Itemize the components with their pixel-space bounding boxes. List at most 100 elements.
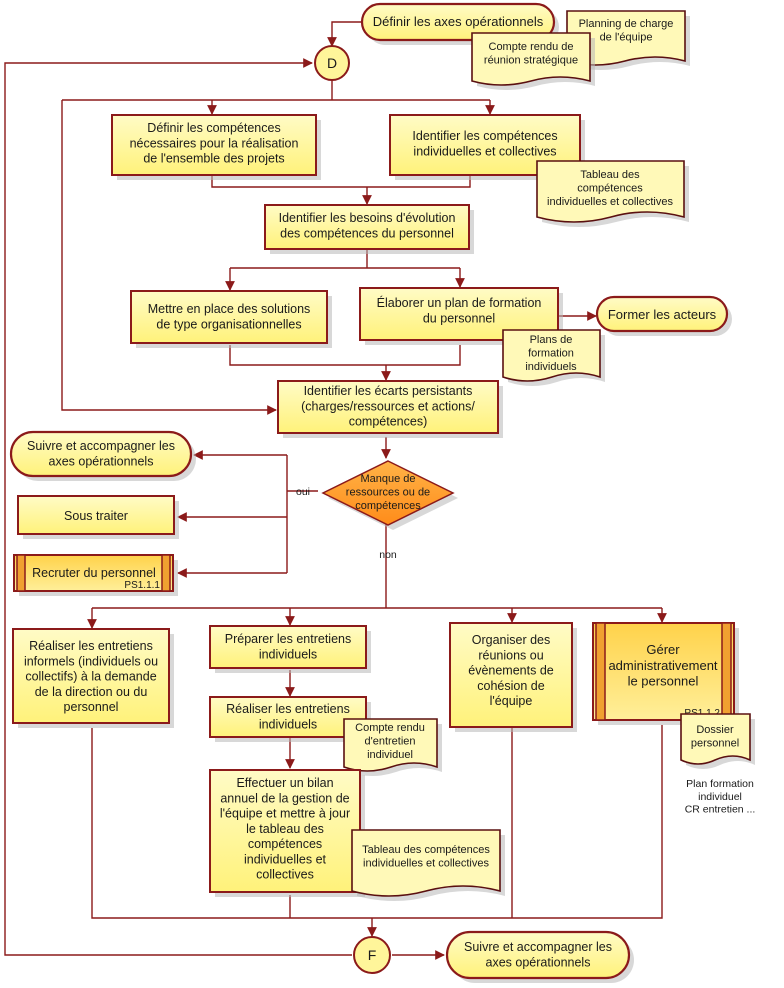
text-line: d'entretien: [364, 735, 415, 747]
text-line: Sous traiter: [64, 509, 128, 523]
text-line: Définir les axes opérationnels: [373, 14, 544, 29]
label-oui: oui: [296, 486, 310, 498]
text-line: individuelles et collectives: [413, 144, 556, 158]
text-line: le personnel: [628, 674, 699, 689]
connector-d-label: D: [327, 55, 337, 71]
text-line: évènements de: [468, 664, 554, 678]
text-line: Définir les compétences: [147, 121, 280, 135]
text-line: des compétences du personnel: [280, 226, 454, 240]
text-line: Préparer les entretiens: [225, 632, 351, 646]
text-line: F: [368, 947, 377, 963]
text-line: Former les acteurs: [608, 307, 717, 322]
text-line: de l'équipe: [600, 31, 653, 43]
connector-f: F: [353, 936, 391, 974]
text-line: Plan formation: [686, 778, 754, 790]
text-line: compétences): [349, 415, 428, 429]
text-line: Compte rendu de: [489, 41, 574, 53]
text-line: individuelles et collectives: [363, 857, 489, 869]
text-line: collectifs) à la demande: [25, 670, 156, 684]
text-line: Compte rendu: [355, 722, 425, 734]
text-line: Réaliser les entretiens: [29, 639, 153, 653]
text-line: Organiser des: [472, 633, 551, 647]
text-line: Élaborer un plan de formation: [377, 295, 542, 310]
text-line: D: [327, 55, 337, 71]
text-line: Identifier les écarts persistants: [304, 384, 473, 398]
identify-gaps-box: Identifier les écarts persistants(charge…: [277, 380, 503, 438]
text-line: de la direction ou du: [35, 685, 148, 699]
text-line: de type organisationnelles: [156, 317, 301, 331]
text-line: personnel: [691, 737, 739, 749]
text-line: compétences: [248, 837, 322, 851]
text-line: nécessaires pour la réalisation: [130, 136, 299, 150]
recruit-ref: PS1.1.1: [124, 580, 160, 591]
text-line: Dossier: [696, 724, 734, 736]
text-line: individuelles et: [244, 852, 327, 866]
text-line: ressources ou de: [346, 486, 430, 498]
recruit-subprocess-box: Recruter du personnel PS1.1.1: [13, 554, 178, 596]
text-line: compétences: [577, 182, 643, 194]
text-line: Suivre et accompagner les: [27, 439, 175, 453]
text-line: Plans de: [530, 334, 573, 346]
connector-f-label: F: [368, 947, 377, 963]
text-line: PS1.1.1: [124, 580, 160, 591]
text-line: Recruter du personnel: [32, 566, 156, 580]
text-line: non: [379, 549, 397, 561]
text-line: du personnel: [423, 311, 495, 325]
text-line: collectives: [256, 868, 314, 882]
text-line: réunions ou: [478, 648, 543, 662]
text-line: (charges/ressources et actions/: [301, 399, 475, 413]
text-line: personnel: [64, 700, 119, 714]
text-line: axes opérationnels: [486, 955, 591, 969]
text-line: axes opérationnels: [49, 454, 154, 468]
text-line: Gérer: [646, 642, 680, 657]
start-terminal-text: Définir les axes opérationnels: [373, 14, 544, 29]
text-line: le tableau des: [246, 822, 324, 836]
text-line: Tableau des: [580, 169, 640, 181]
identify-gaps-text: Identifier les écarts persistants(charge…: [301, 384, 475, 429]
text-line: Identifier les compétences: [412, 129, 557, 143]
label-non: non: [379, 549, 397, 561]
subcontract-text: Sous traiter: [64, 509, 128, 523]
recruit-text: Recruter du personnel: [32, 566, 156, 580]
text-line: Mettre en place des solutions: [148, 302, 311, 316]
text-line: Identifier les besoins d'évolution: [279, 211, 456, 225]
text-line: réunion stratégique: [484, 54, 578, 66]
text-line: individuel: [698, 791, 742, 803]
text-line: oui: [296, 486, 310, 498]
text-line: formation: [528, 347, 574, 359]
text-line: compétences: [355, 500, 421, 512]
train-actors-text: Former les acteurs: [608, 307, 717, 322]
